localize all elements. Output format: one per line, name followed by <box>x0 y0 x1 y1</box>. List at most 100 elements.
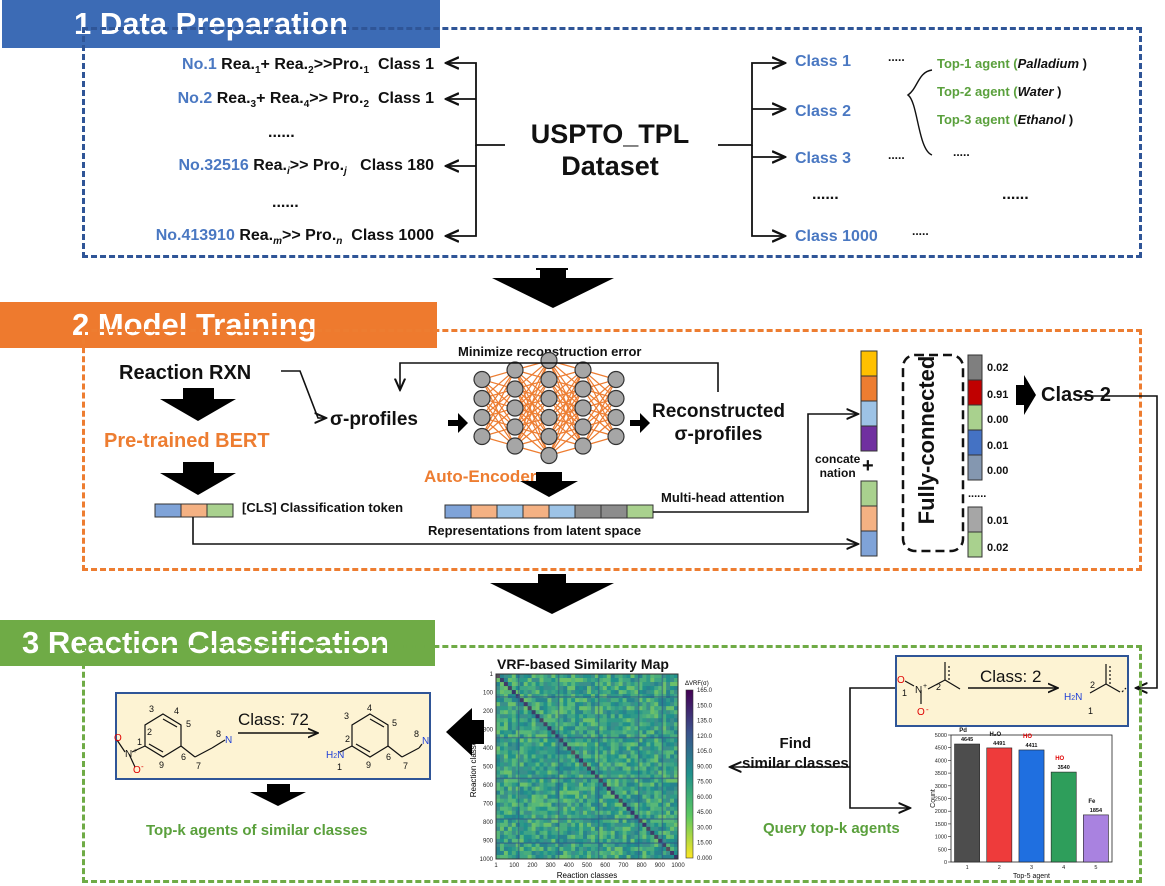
prob-tail-1: 0.02 <box>987 542 1009 554</box>
down-arrow-1b <box>492 270 614 308</box>
network-node <box>574 361 592 379</box>
map-xtick: 800 <box>637 863 648 869</box>
chart-ytick: 5000 <box>935 733 947 739</box>
class-ellipsis: ...... <box>812 186 839 203</box>
network-node <box>473 408 491 427</box>
reaction-row-4: No.413910 Rea.m>> Pro.n Class 1000 <box>155 227 434 248</box>
colorbar <box>685 689 694 859</box>
chart-value-label: 4645 <box>961 737 973 743</box>
chart-agent-label: HO <box>1023 734 1032 740</box>
chart-ytick: 2500 <box>935 797 947 803</box>
map-ytick: 900 <box>483 839 494 845</box>
colorbar-tick: 90.00 <box>697 764 713 770</box>
network-node <box>506 418 524 436</box>
svg-text:9: 9 <box>159 760 164 770</box>
chart-ytick: 3000 <box>935 784 947 790</box>
query-class-panel <box>895 655 1129 727</box>
network-node <box>607 408 625 427</box>
map-xtick: 700 <box>618 863 629 869</box>
colorbar-tick: 45.00 <box>697 810 713 816</box>
chart-ytick: 500 <box>938 847 947 853</box>
network-node <box>540 370 558 389</box>
chart-ytick: 1000 <box>935 835 947 841</box>
svg-text:1: 1 <box>902 688 907 698</box>
network-node <box>473 370 491 389</box>
colorbar-tick: 105.0 <box>697 749 713 755</box>
svg-text:N: N <box>225 735 232 746</box>
colorbar-tick: 60.00 <box>697 795 713 801</box>
svg-text:3: 3 <box>149 704 154 714</box>
svg-text:7: 7 <box>196 761 201 771</box>
svg-text:8: 8 <box>414 729 419 739</box>
chart-value-label: 4411 <box>1026 743 1038 749</box>
section1-title: 1 Data Preparation <box>74 6 348 41</box>
colorbar-tick: 165.0 <box>697 688 713 694</box>
prob-dots: ...... <box>968 488 987 500</box>
chart-ytick: 2000 <box>935 809 947 815</box>
agent-ellipsis-1: ..... <box>953 145 970 159</box>
svg-text:4: 4 <box>367 703 372 713</box>
colorbar-title: ΔVRF(σ) <box>685 681 709 687</box>
colorbar-tick: 135.0 <box>697 719 713 725</box>
svg-text:4: 4 <box>174 706 179 716</box>
agent-top1: Top-1 agent (Palladium ) <box>937 56 1088 71</box>
colorbar-tick: 15.00 <box>697 841 713 847</box>
network-node <box>574 437 592 455</box>
chart-xlabel: Top-5 agent <box>1013 873 1050 880</box>
map-xtick: 500 <box>582 863 593 869</box>
prob-0: 0.02 <box>987 362 1009 374</box>
topk-down-arrow <box>250 784 306 806</box>
map-xtick: 600 <box>600 863 611 869</box>
map-xtick: 100 <box>509 863 520 869</box>
svg-text:N: N <box>125 749 132 760</box>
similar-class-panel <box>115 692 431 780</box>
svg-text:2: 2 <box>345 734 350 744</box>
molecule-reactant-72 <box>116 713 226 768</box>
network-node <box>574 380 592 398</box>
svg-text:-: - <box>141 762 144 771</box>
map-ytick: 600 <box>483 783 494 789</box>
svg-text:N: N <box>422 736 429 747</box>
network-node <box>607 427 625 446</box>
network-node <box>607 370 625 389</box>
chart-ytick: 1500 <box>935 822 947 828</box>
bert-down-arrow <box>160 388 236 421</box>
svg-text:1: 1 <box>1088 706 1093 716</box>
colorbar-tick: 0.000 <box>697 856 713 862</box>
svg-text:-: - <box>926 705 929 714</box>
svg-text:2: 2 <box>936 682 941 692</box>
output-class-label: Class 2 <box>1041 384 1112 406</box>
section3-box <box>82 645 1142 883</box>
mha-label: Multi-head attention <box>661 490 785 505</box>
svg-text:7: 7 <box>403 761 408 771</box>
map-xtick: 200 <box>527 863 538 869</box>
map-xlabel: Reaction classes <box>557 871 617 880</box>
svg-text:9: 9 <box>366 760 371 770</box>
chart-agent-label: Pd <box>959 728 967 734</box>
concatenation-label: concate nation <box>815 452 861 480</box>
map-xtick: 1000 <box>671 863 685 869</box>
chart-bar <box>1018 749 1045 863</box>
class-2-label: Class 2 <box>795 103 852 120</box>
prob-1: 0.91 <box>987 389 1009 401</box>
section1-header: 1 Data Preparation <box>2 0 440 48</box>
ae-down-arrow <box>520 472 578 497</box>
map-xtick: 900 <box>655 863 666 869</box>
network-node <box>540 408 558 427</box>
map-ytick: 800 <box>483 820 494 826</box>
chart-value-label: 3540 <box>1058 765 1070 771</box>
colorbar-tick: 75.00 <box>697 780 713 786</box>
map-ytick: 500 <box>483 765 494 771</box>
down-arrow-1 <box>536 268 568 270</box>
svg-text:1: 1 <box>337 762 342 772</box>
chart-bar <box>1050 771 1077 863</box>
network-node <box>607 389 625 408</box>
cls-token-label: [CLS] Classification token <box>242 500 404 515</box>
svg-text:H2N: H2N <box>1064 692 1082 703</box>
map-xtick: 300 <box>546 863 557 869</box>
chart-xtick: 1 <box>966 865 969 871</box>
network-node <box>506 361 524 379</box>
colorbar-tick: 120.0 <box>697 734 713 740</box>
map-to-panel-arrow <box>446 708 484 756</box>
